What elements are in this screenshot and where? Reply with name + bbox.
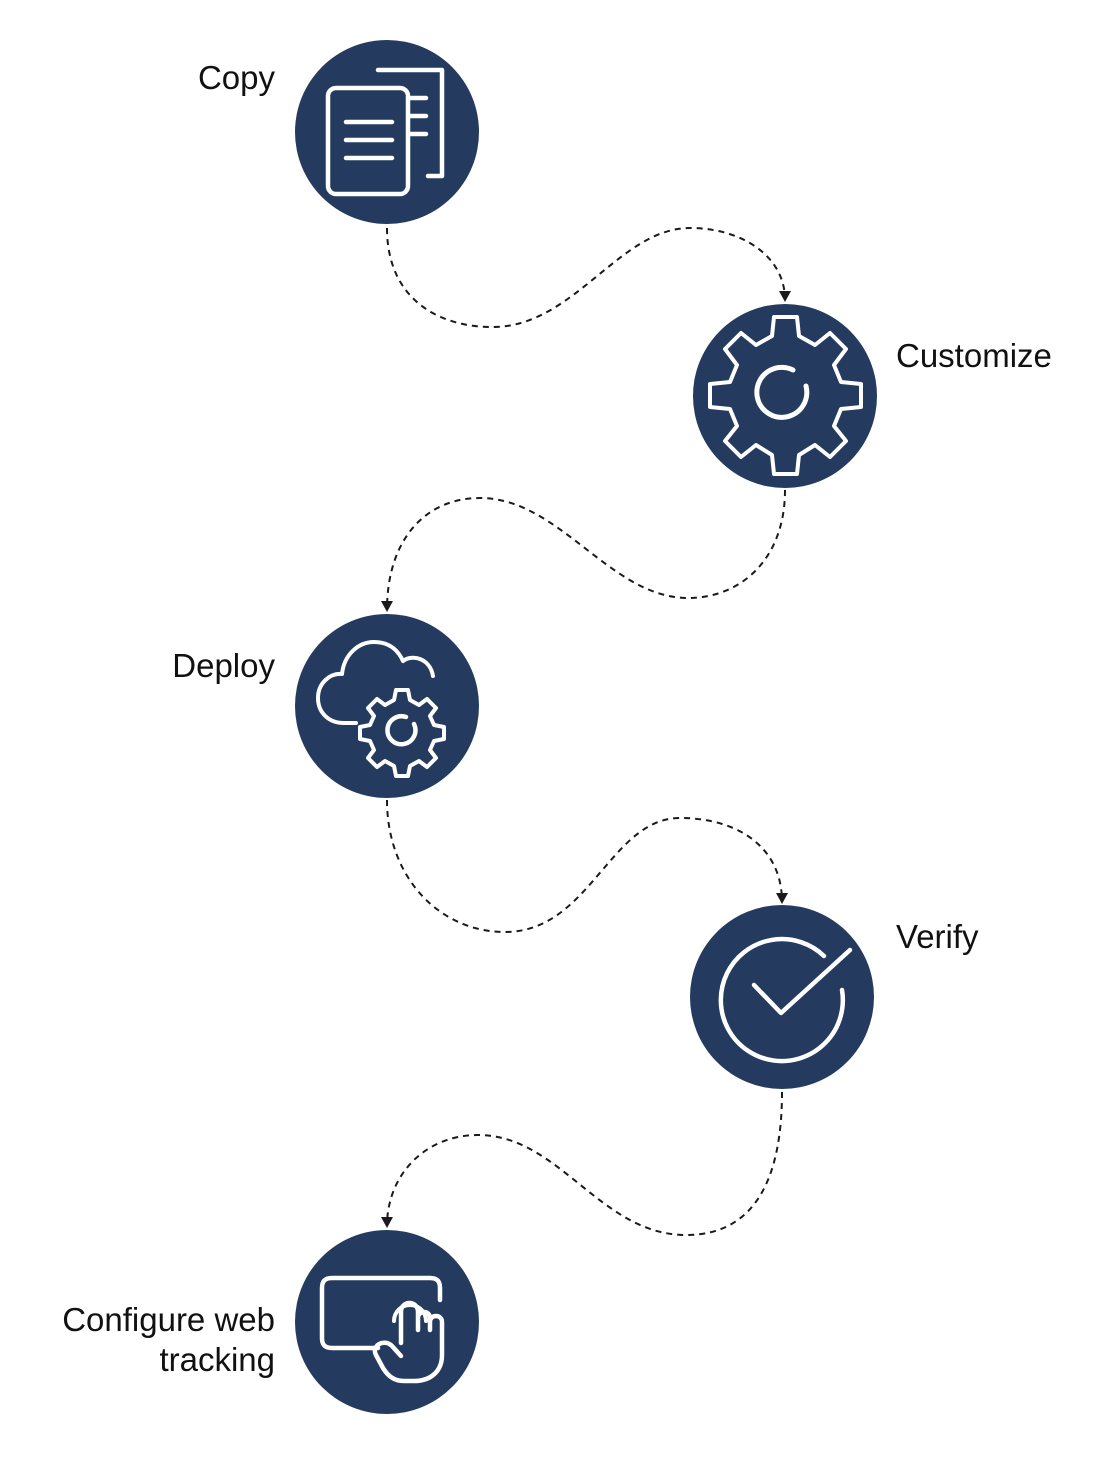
step-label-deploy: Deploy bbox=[172, 647, 275, 684]
connector-deploy-to-verify bbox=[386, 799, 788, 934]
step-label-line: Configure web bbox=[62, 1301, 275, 1338]
copy-document-icon bbox=[325, 67, 445, 197]
connector-copy-to-customize bbox=[386, 226, 791, 329]
touch-screen-icon bbox=[319, 1275, 445, 1384]
step-label-customize: Customize bbox=[896, 337, 1052, 374]
cloud-gear-icon bbox=[316, 640, 446, 778]
step-customize bbox=[693, 304, 877, 488]
step-label-line: tracking bbox=[159, 1341, 275, 1378]
step-label-verify: Verify bbox=[896, 918, 979, 955]
step-label-copy: Copy bbox=[197, 59, 275, 96]
gear-icon bbox=[708, 315, 863, 476]
connector-verify-to-configure bbox=[381, 1091, 783, 1237]
step-node-customize bbox=[693, 304, 877, 488]
step-configure-web-tracking bbox=[295, 1230, 479, 1414]
step-deploy bbox=[295, 614, 479, 798]
connectors bbox=[381, 226, 791, 1237]
check-circle-icon bbox=[718, 936, 853, 1064]
step-node-copy bbox=[295, 40, 479, 224]
step-copy bbox=[295, 40, 479, 224]
step-label-configure-web-tracking: Configure web tracking bbox=[15, 1300, 275, 1380]
step-verify bbox=[690, 905, 874, 1089]
connector-customize-to-deploy bbox=[381, 489, 786, 612]
